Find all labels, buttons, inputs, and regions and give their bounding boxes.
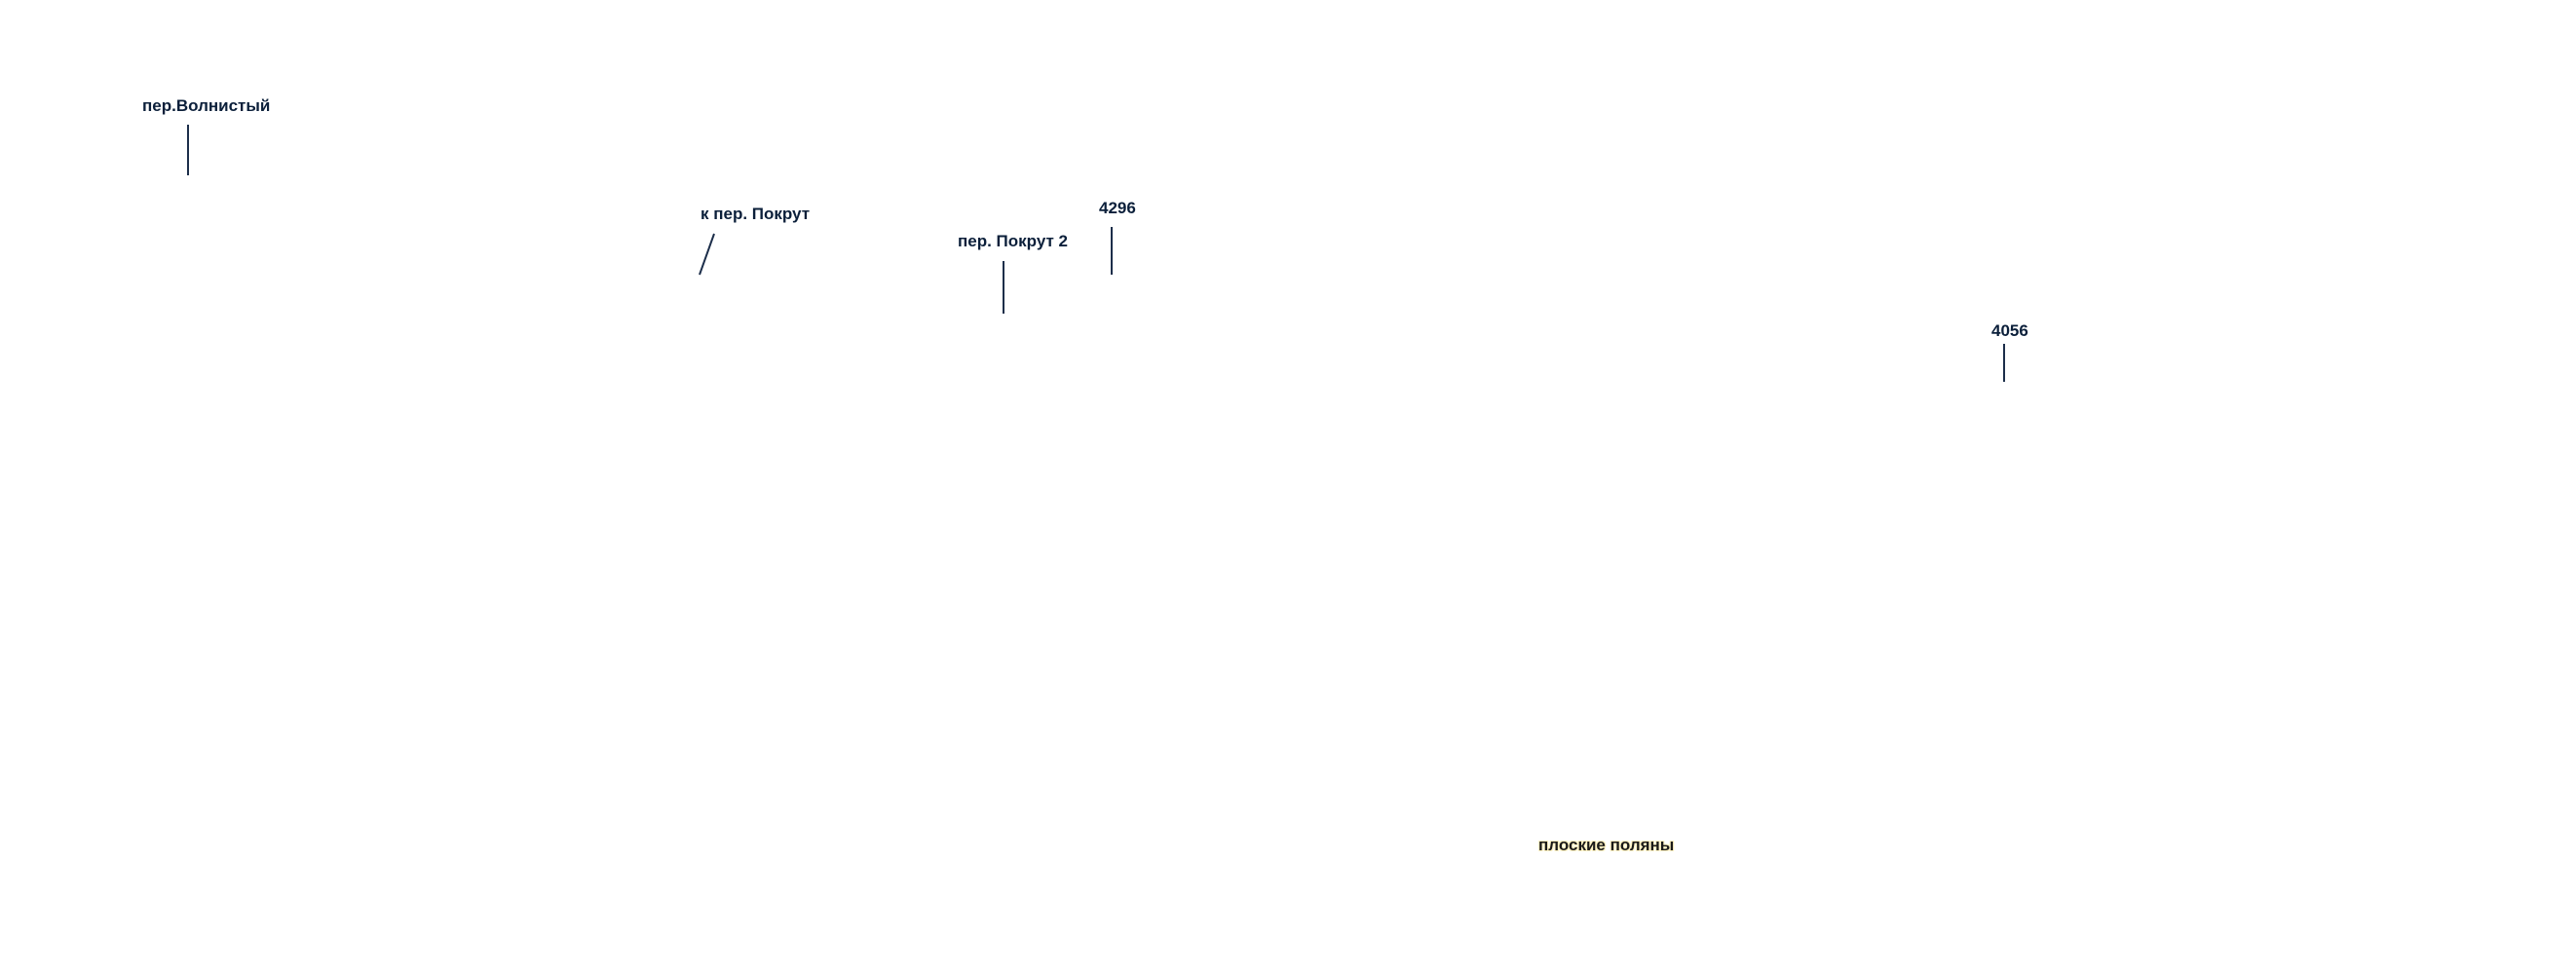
label-pass-volnisty: пер.Волнистый	[142, 96, 271, 115]
label-pass-pokrut-2: пер. Покрут 2	[958, 232, 1068, 250]
label-peak-4056: 4056	[1991, 321, 2028, 340]
label-to-pass-pokrut: к пер. Покрут	[701, 205, 811, 223]
label-flat-glades: плоские поляны	[1538, 836, 1675, 854]
label-peak-4296: 4296	[1099, 199, 1136, 217]
leader-line-to-pass-pokrut	[699, 233, 715, 276]
